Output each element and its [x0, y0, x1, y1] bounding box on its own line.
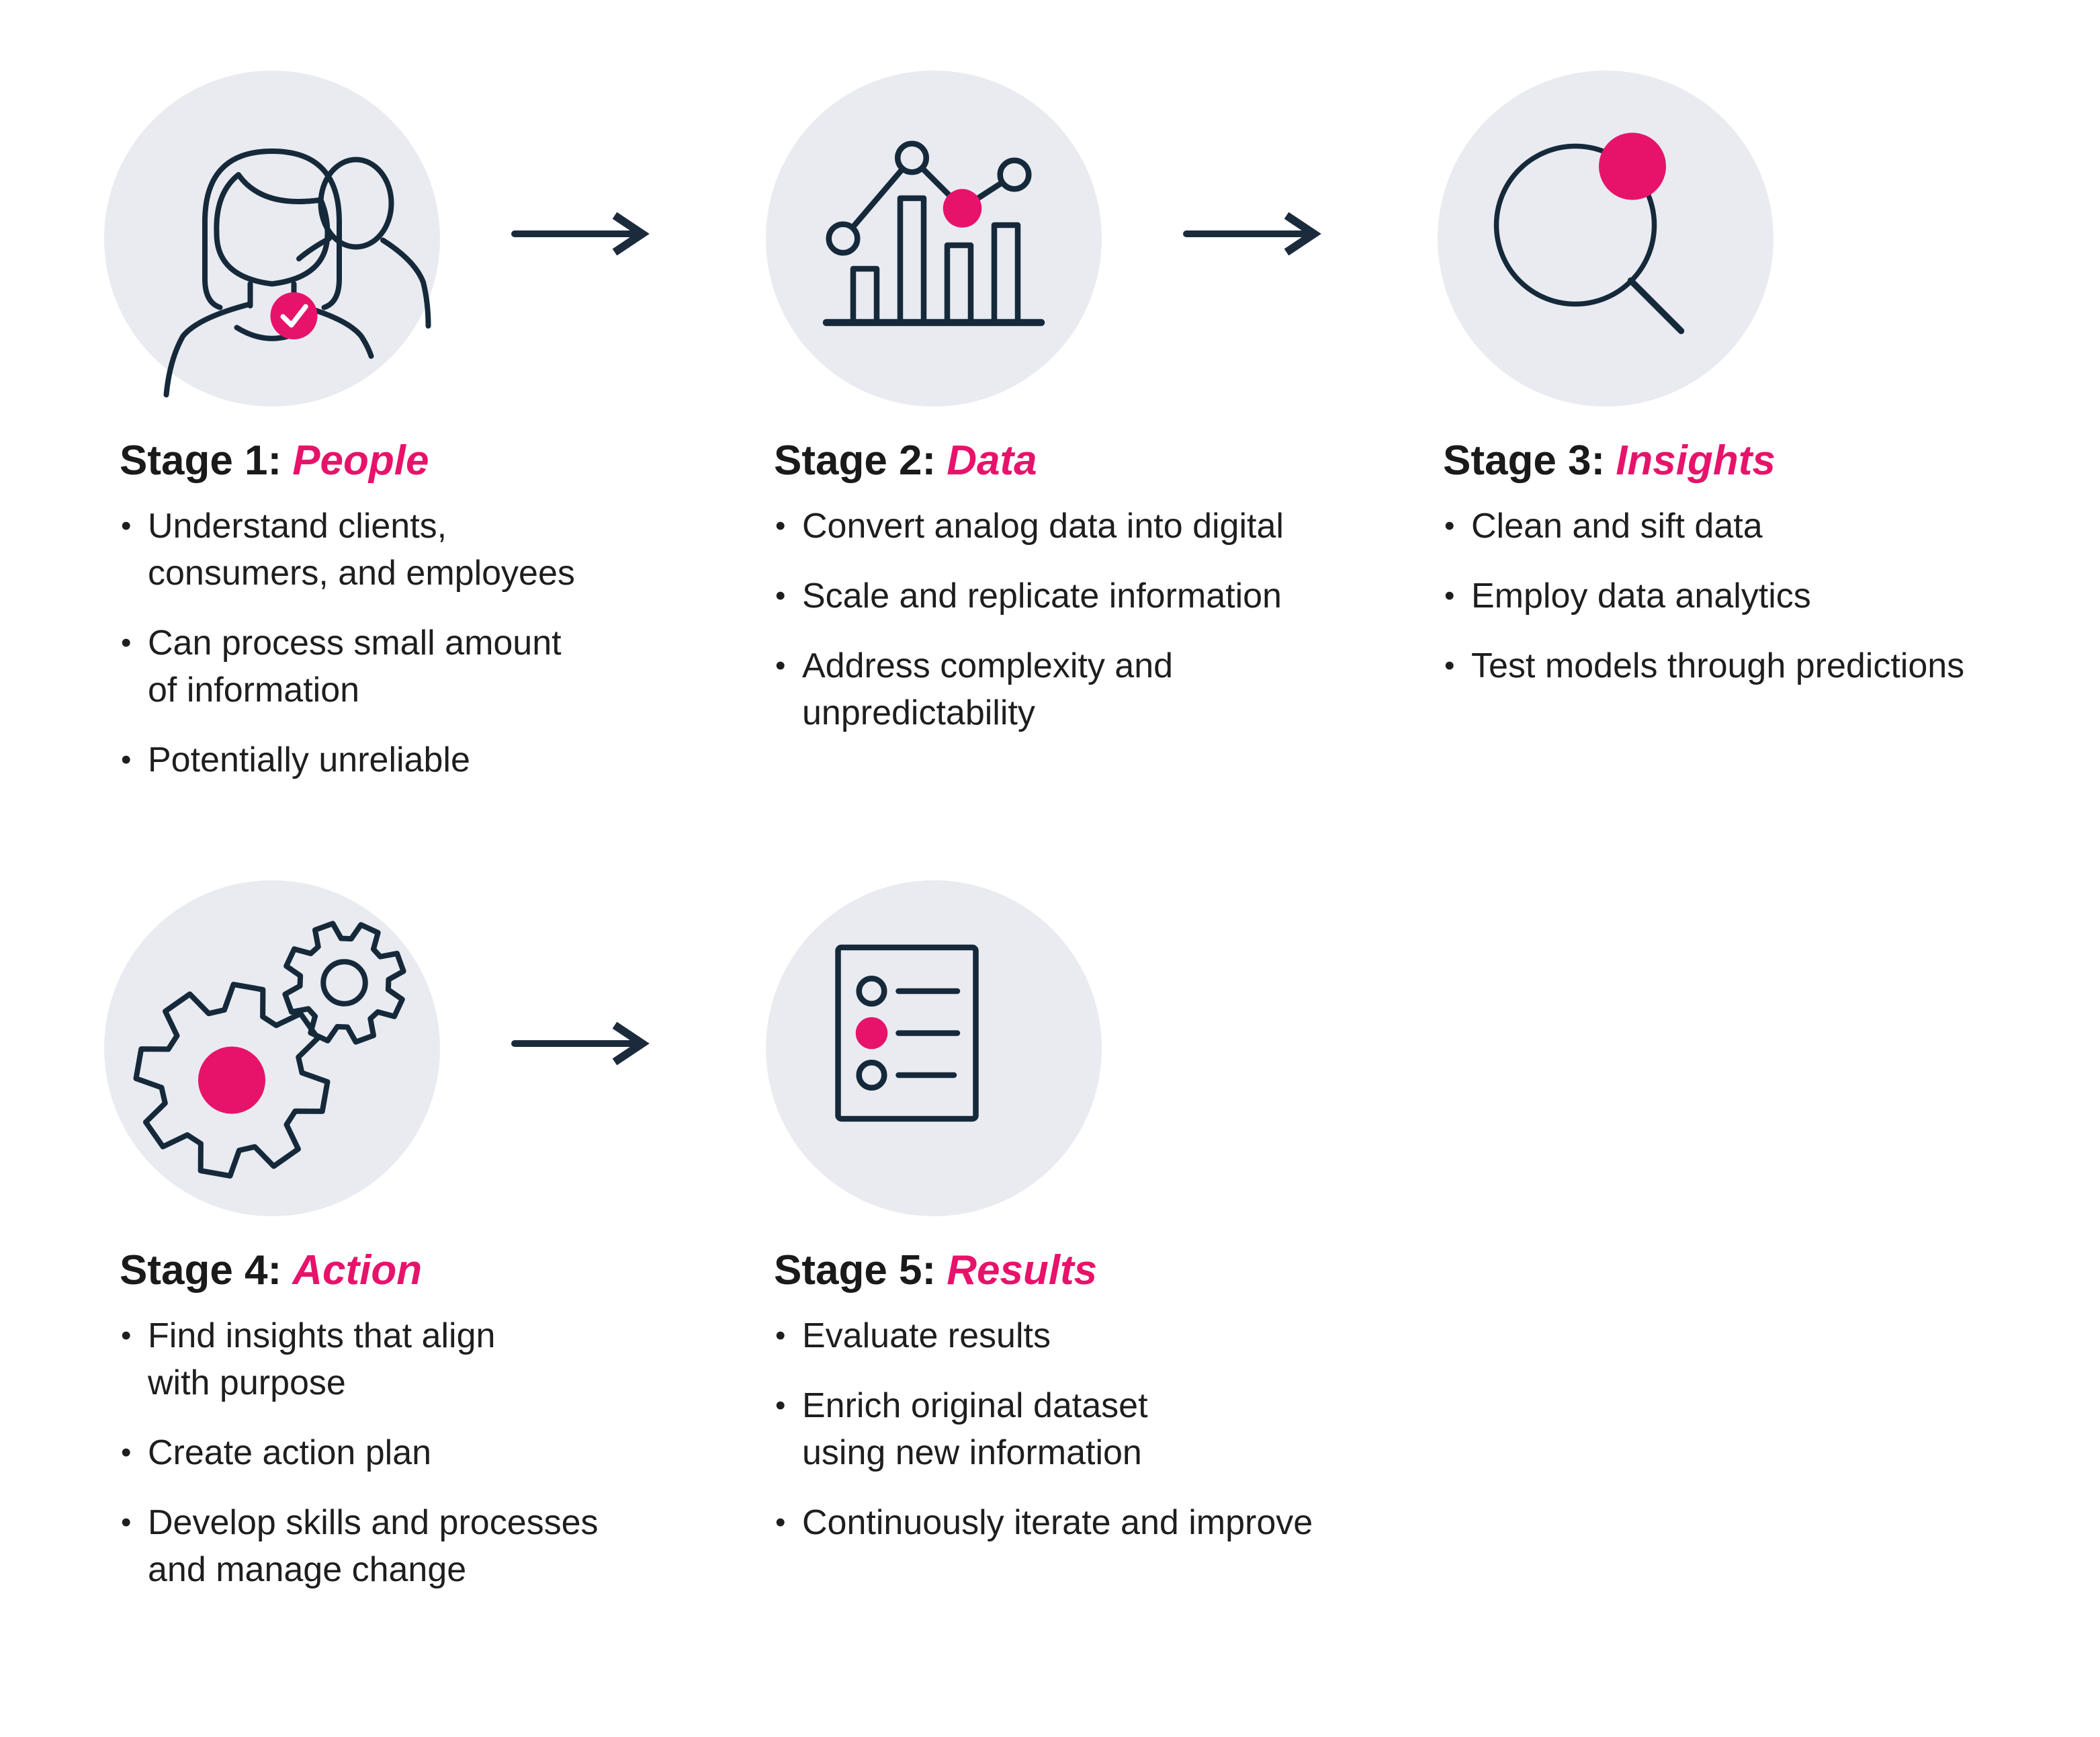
bullet-glyph: • — [775, 509, 786, 542]
list-item: •Develop skills and processes and manage… — [121, 1499, 766, 1593]
list-item: •Test models through predictions — [1444, 642, 2089, 689]
bullet-glyph: • — [1444, 579, 1455, 612]
stage-3-label: Stage 3: — [1443, 437, 1606, 484]
bullet-glyph: • — [775, 579, 786, 612]
stage-1-icon-circle — [104, 71, 440, 407]
bullet-glyph: • — [775, 1319, 786, 1352]
bullet-glyph: • — [775, 1506, 786, 1539]
arrow-right-icon — [511, 212, 665, 255]
list-item: •Understand clients, consumers, and empl… — [121, 503, 766, 597]
bullet-glyph: • — [775, 649, 786, 682]
stage-3-name: Insights — [1616, 437, 1776, 484]
bullet-glyph: • — [121, 1506, 132, 1539]
bullet-glyph: • — [1444, 649, 1455, 682]
highlight-dot — [1599, 132, 1666, 200]
stage-4-name: Action — [292, 1247, 423, 1294]
stage-2-bullets: •Convert analog data into digital •Scale… — [775, 503, 1420, 736]
bullet-glyph: • — [121, 743, 132, 776]
checklist-icon — [835, 944, 979, 1122]
bullet-glyph: • — [121, 509, 132, 542]
stage-5-heading: Stage 5:Results — [774, 1245, 1097, 1296]
list-item: •Create action plan — [121, 1429, 766, 1476]
data-point-highlight — [943, 189, 982, 228]
stage-3-heading: Stage 3:Insights — [1443, 435, 1776, 486]
bullet-glyph: • — [121, 626, 132, 659]
arrow-right-icon — [511, 1022, 665, 1065]
list-item: •Find insights that align with purpose — [121, 1312, 766, 1406]
list-item: •Evaluate results — [775, 1312, 1420, 1359]
stage-5-bullets: •Evaluate results •Enrich original datas… — [775, 1312, 1420, 1546]
gears-icon — [133, 921, 406, 1179]
stage-1-heading: Stage 1:People — [120, 435, 429, 486]
check-badge — [270, 292, 318, 339]
checklist-highlight-dot — [855, 1017, 888, 1050]
arrow-right-icon — [1182, 212, 1337, 255]
people-icon — [163, 149, 431, 398]
list-item: •Continuously iterate and improve — [775, 1499, 1420, 1546]
list-item: •Employ data analytics — [1444, 573, 2089, 620]
gear-hub-highlight — [198, 1046, 265, 1114]
list-item: •Address complexity and unpredictability — [775, 642, 1420, 736]
magnifying-glass-icon — [1493, 132, 1685, 335]
stage-3-bullets: •Clean and sift data •Employ data analyt… — [1444, 503, 2089, 689]
list-item: •Can process small amount of information — [121, 620, 766, 714]
stage-4-heading: Stage 4:Action — [120, 1245, 422, 1296]
list-item: •Clean and sift data — [1444, 503, 2089, 550]
stage-1-label: Stage 1: — [120, 437, 282, 484]
check-icon — [280, 304, 308, 328]
stage-5-name: Results — [947, 1247, 1098, 1294]
stage-2-label: Stage 2: — [774, 437, 936, 484]
bullet-glyph: • — [121, 1436, 132, 1469]
stage-1-bullets: •Understand clients, consumers, and empl… — [121, 503, 766, 783]
stage-5-icon-circle — [766, 880, 1102, 1216]
stage-4-icon-circle — [104, 880, 440, 1216]
list-item: •Scale and replicate information — [775, 573, 1420, 620]
bullet-glyph: • — [1444, 509, 1455, 542]
list-item: •Potentially unreliable — [121, 736, 766, 783]
stage-3-icon-circle — [1438, 71, 1774, 407]
stage-5-label: Stage 5: — [774, 1247, 936, 1294]
bullet-glyph: • — [775, 1389, 786, 1422]
stage-2-name: Data — [947, 437, 1037, 484]
list-item: •Enrich original dataset using new infor… — [775, 1382, 1420, 1476]
stage-4-label: Stage 4: — [120, 1247, 282, 1294]
stage-4-bullets: •Find insights that align with purpose •… — [121, 1312, 766, 1593]
bullet-glyph: • — [121, 1319, 132, 1352]
list-item: •Convert analog data into digital — [775, 503, 1420, 550]
stage-2-heading: Stage 2:Data — [774, 435, 1037, 486]
stage-1-name: People — [292, 437, 429, 484]
stage-2-icon-circle — [766, 71, 1102, 407]
bar-chart-icon — [822, 140, 1045, 327]
